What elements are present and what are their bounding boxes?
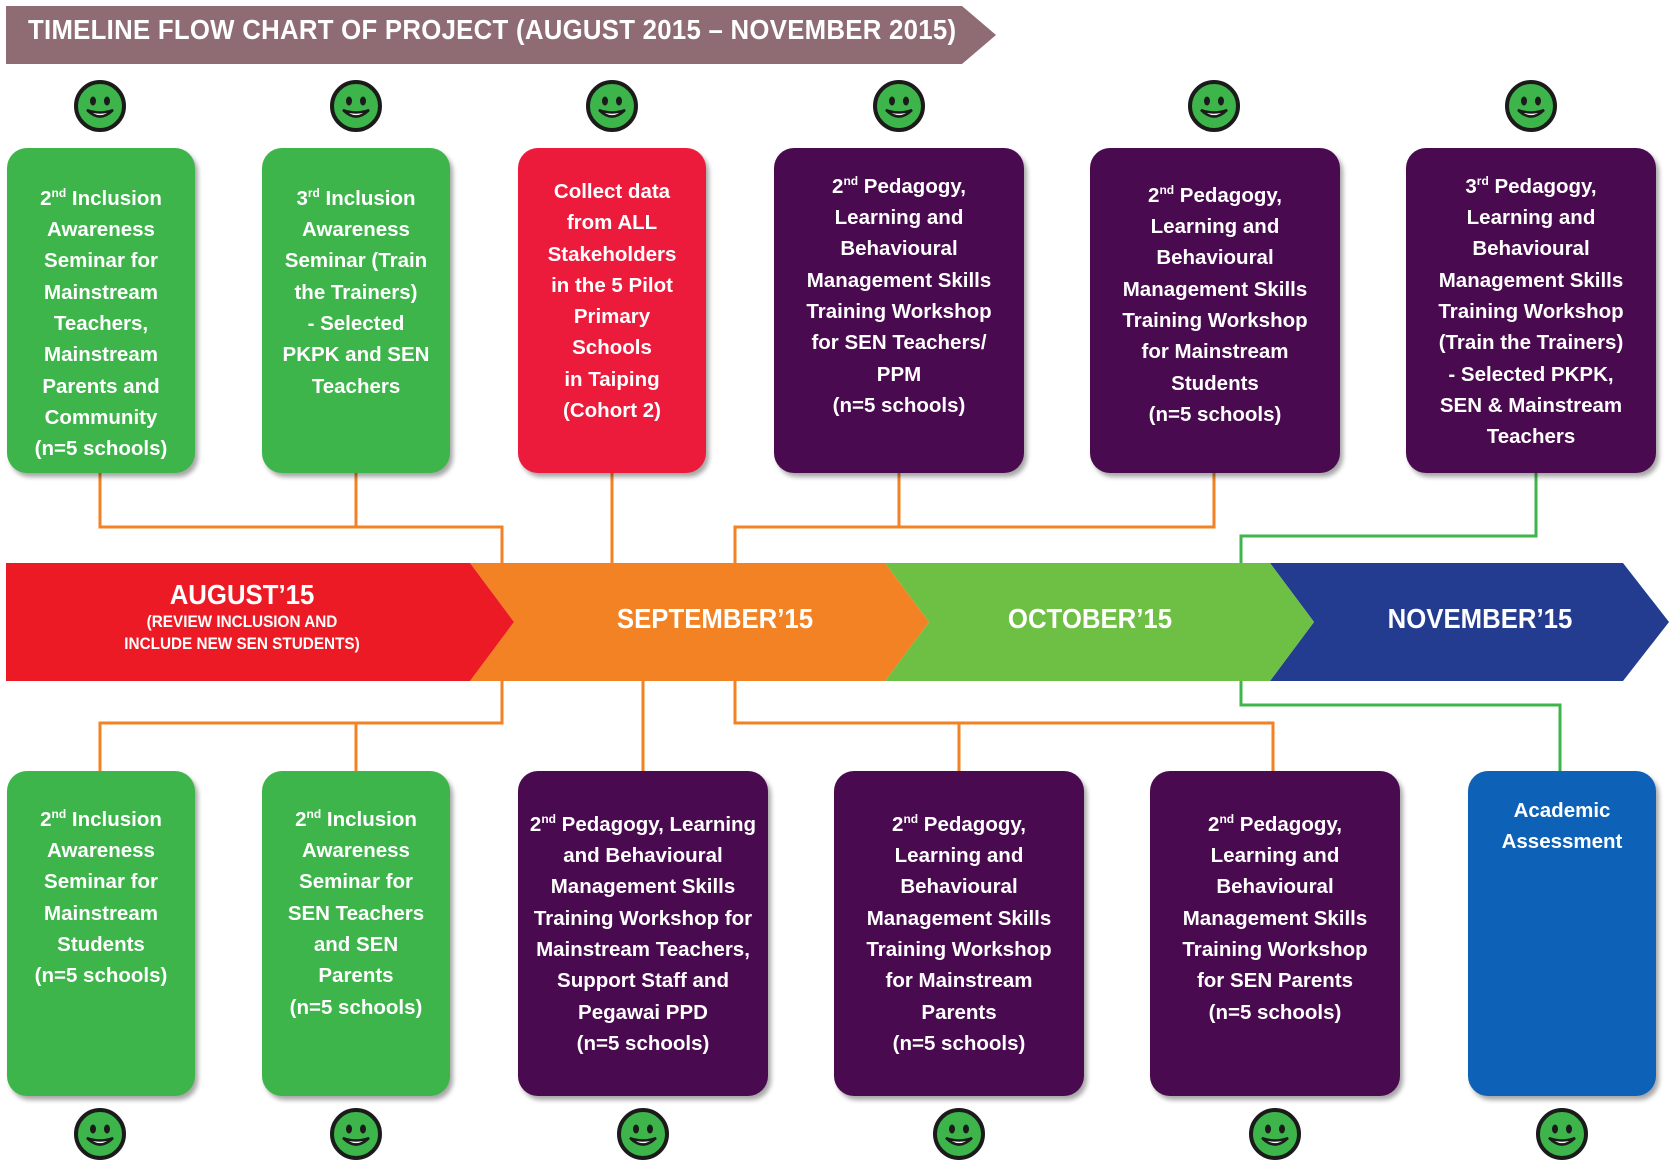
activity-text: Inclusion Awareness Seminar for SEN Teac… — [287, 807, 425, 1019]
activity-text: Pedagogy, Learning and Behavioural Manag… — [1438, 174, 1624, 449]
month-name: NOVEMBER’15 — [1387, 603, 1573, 634]
smiley-face-icon — [330, 1108, 382, 1160]
activity-box-bottom-5: 2nd Pedagogy, Learning and Behavioural M… — [1150, 771, 1400, 1096]
bottom-connectors — [98, 681, 1275, 771]
month-name: SEPTEMBER’15 — [616, 603, 814, 634]
activity-box-bottom-2: 2nd Inclusion Awareness Seminar for SEN … — [262, 771, 450, 1096]
activity-text: Pedagogy, Learning and Behavioural Manag… — [1122, 183, 1308, 426]
activity-box-top-5: 2nd Pedagogy, Learning and Behavioural M… — [1090, 148, 1340, 473]
title-banner — [6, 6, 996, 64]
smiley-face-icon — [330, 80, 382, 132]
smiley-face-icon — [933, 1108, 985, 1160]
activity-box-bottom-4: 2nd Pedagogy, Learning and Behavioural M… — [834, 771, 1084, 1096]
activity-box-bottom-1: 2nd Inclusion Awareness Seminar for Main… — [7, 771, 195, 1096]
month-label-october: OCTOBER’15 — [940, 603, 1240, 635]
activity-box-top-6: 3rd Pedagogy, Learning and Behavioural M… — [1406, 148, 1656, 473]
activity-text: Inclusion Awareness Seminar for Mainstre… — [34, 807, 168, 988]
month-name: AUGUST’15 — [169, 579, 315, 610]
month-segment-october — [885, 563, 1314, 681]
activity-text: Pedagogy, Learning and Behavioural Manag… — [533, 812, 757, 1055]
month-name: OCTOBER’15 — [1007, 603, 1173, 634]
activity-box-top-2: 3rd Inclusion Awareness Seminar (Train t… — [262, 148, 450, 473]
activity-box-top-1: 2nd Inclusion Awareness Seminar for Main… — [7, 148, 195, 473]
smiley-face-icon — [1249, 1108, 1301, 1160]
smiley-face-icon — [586, 80, 638, 132]
month-note: (REVIEW INCLUSION AND INCLUDE NEW SEN ST… — [124, 612, 360, 653]
smiley-face-icon — [74, 1108, 126, 1160]
activity-box-bottom-3: 2nd Pedagogy, Learning and Behavioural M… — [518, 771, 768, 1096]
activity-box-bottom-6: Academic Assessment — [1468, 771, 1656, 1096]
smiley-face-icon — [617, 1108, 669, 1160]
activity-box-top-3: Collect data from ALL Stakeholders in th… — [518, 148, 706, 473]
month-label-november: NOVEMBER’15 — [1320, 603, 1640, 635]
bottom-connector-november — [1239, 681, 1562, 771]
activity-text: Academic Assessment — [1501, 799, 1623, 854]
month-segment-november — [1270, 563, 1669, 681]
top-connector-november — [1239, 473, 1538, 563]
smiley-face-icon — [1188, 80, 1240, 132]
activity-text: Pedagogy, Learning and Behavioural Manag… — [866, 812, 1052, 1055]
smiley-face-icon — [1536, 1108, 1588, 1160]
activity-text: Pedagogy, Learning and Behavioural Manag… — [1182, 812, 1368, 1024]
month-label-september: SEPTEMBER’15 — [555, 603, 875, 635]
smiley-face-icon — [74, 80, 126, 132]
month-segment-september — [470, 563, 929, 681]
top-connectors — [98, 473, 1216, 563]
activity-text: Inclusion Awareness Seminar for Mainstre… — [34, 186, 168, 461]
activity-text: Collect data from ALL Stakeholders in th… — [547, 180, 677, 423]
chart-title: TIMELINE FLOW CHART OF PROJECT (AUGUST 2… — [28, 14, 957, 45]
activity-box-top-4: 2nd Pedagogy, Learning and Behavioural M… — [774, 148, 1024, 473]
activity-text: Inclusion Awareness Seminar (Train the T… — [282, 186, 430, 398]
smiley-face-icon — [1505, 80, 1557, 132]
activity-text: Pedagogy, Learning and Behavioural Manag… — [806, 174, 992, 417]
month-segment-august — [6, 563, 514, 681]
smiley-face-icon — [873, 80, 925, 132]
month-label-august: AUGUST’15 (REVIEW INCLUSION AND INCLUDE … — [84, 579, 400, 655]
